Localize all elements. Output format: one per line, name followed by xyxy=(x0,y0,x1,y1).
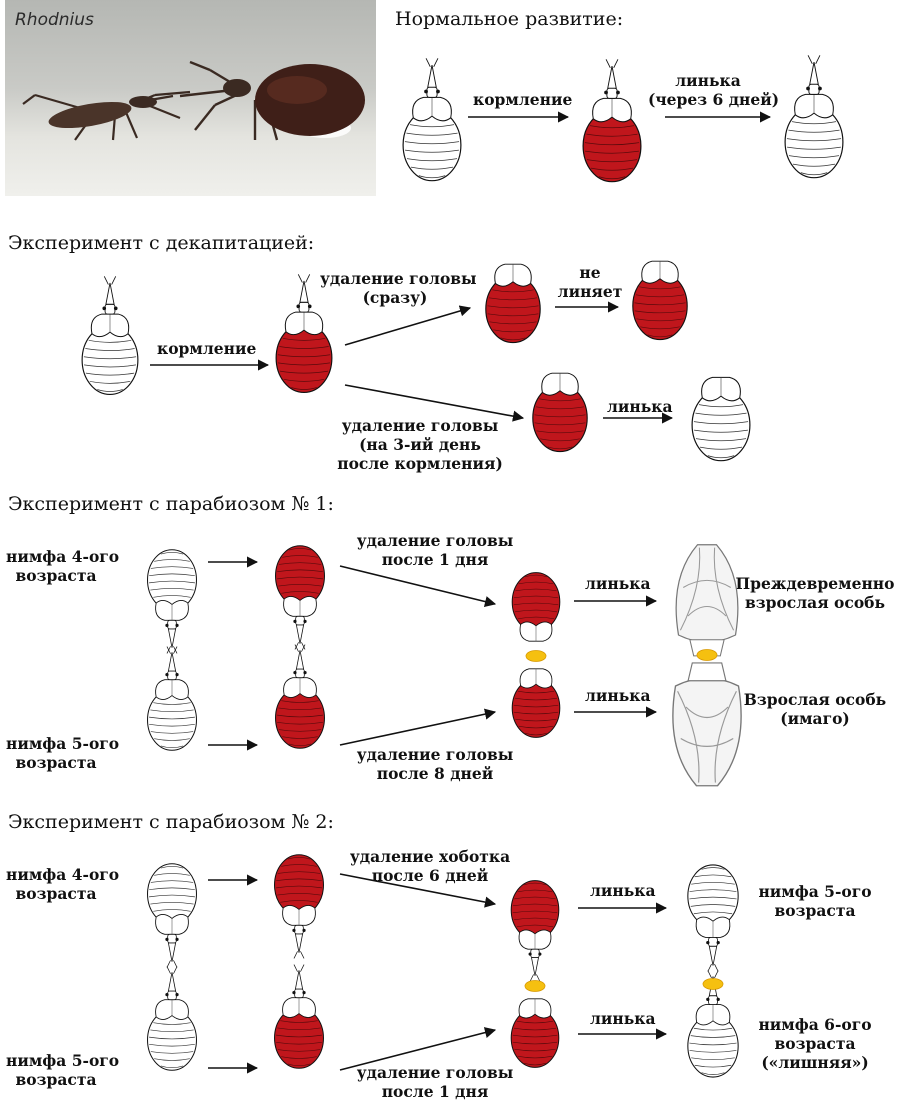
normal-nymph-molted xyxy=(785,55,843,177)
normal-nymph-fed xyxy=(583,59,641,181)
p2-gland-result xyxy=(703,979,723,990)
p1-left-nymph4 xyxy=(148,550,197,654)
p1-left-nymph5 xyxy=(148,647,197,751)
p1-gland-joint xyxy=(526,651,546,662)
p1-joined-bottom xyxy=(512,669,560,738)
p1-gland-result xyxy=(697,650,717,661)
p1-joined-top xyxy=(512,573,560,642)
p2-left-nymph4 xyxy=(148,864,197,968)
decap-lower-headless xyxy=(533,373,587,451)
p1-result-premature-adult xyxy=(676,545,738,656)
arrow-p1-bottom-decap xyxy=(340,712,495,745)
p1-mid-nymph4 xyxy=(276,546,325,650)
decap-lower-molted xyxy=(692,377,750,460)
p2-left-nymph5 xyxy=(148,967,197,1071)
arrow-p1-top-decap xyxy=(340,566,495,604)
arrow-p2-bottom-decap xyxy=(340,1030,495,1070)
decap-upper-headless xyxy=(486,264,540,342)
arrow-decap-upper xyxy=(345,308,470,345)
p2-gland-joint xyxy=(525,981,545,992)
p1-result-adult xyxy=(673,663,741,786)
arrow-p2-top-proboscis xyxy=(340,874,495,904)
decap-upper-no-molt xyxy=(633,261,687,339)
decap-nymph-fed xyxy=(276,274,332,392)
decap-nymph-unfed xyxy=(82,276,138,394)
p2-mid-nymph5 xyxy=(275,965,324,1069)
p1-mid-nymph5 xyxy=(276,645,325,749)
p2-joined-bottom xyxy=(511,999,559,1068)
normal-nymph-unfed xyxy=(403,58,461,180)
p2-mid-nymph4 xyxy=(275,855,324,959)
p2-joined-top xyxy=(511,881,559,982)
p2-result-nymph5 xyxy=(688,865,738,972)
arrow-decap-lower xyxy=(345,385,523,418)
